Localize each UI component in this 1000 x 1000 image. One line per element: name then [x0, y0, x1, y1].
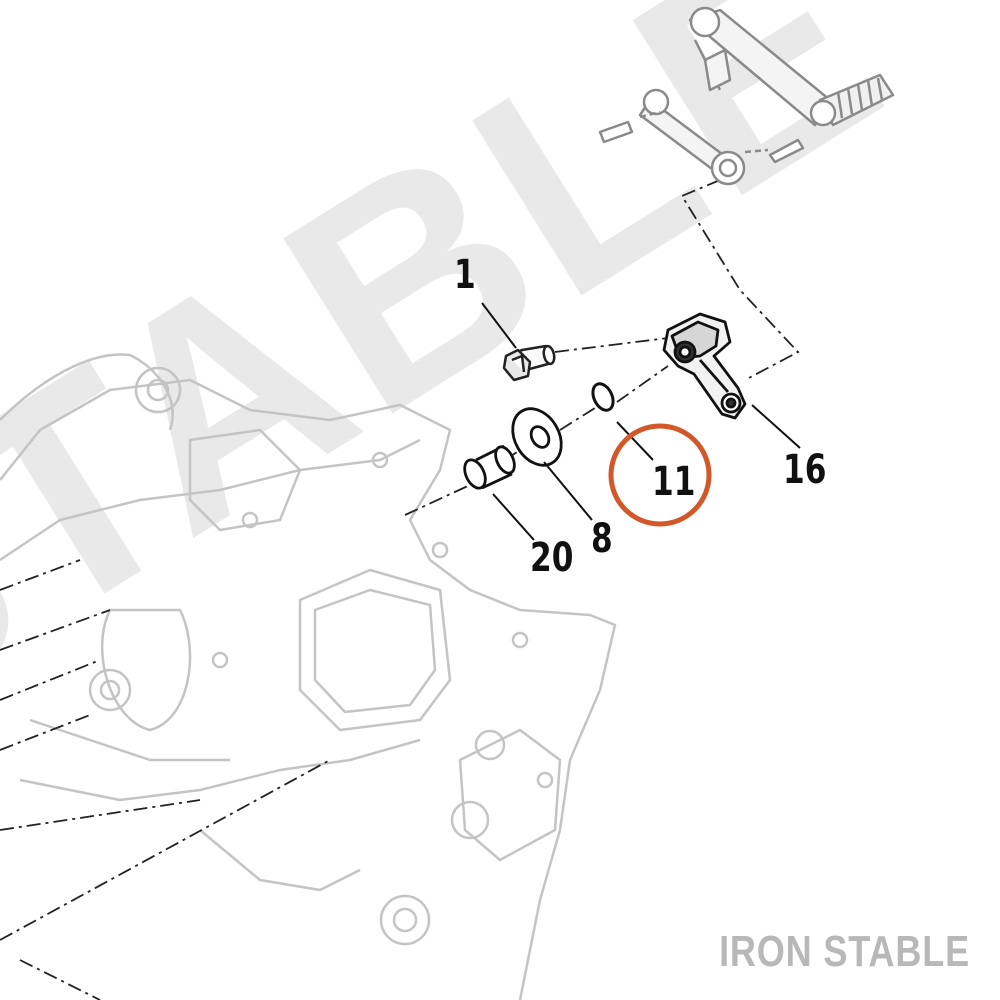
callout-1: 1 [454, 252, 476, 298]
bushing-part-20 [463, 444, 516, 490]
bolt-part-1 [502, 344, 556, 382]
leader-lines [0, 179, 800, 1000]
callout-11: 11 [652, 459, 696, 505]
callout-16: 16 [783, 447, 827, 493]
callout-8: 8 [591, 516, 613, 562]
shift-pedal-assembly [598, 6, 895, 186]
engine-case-outline [0, 353, 617, 1000]
washer-part-8 [511, 407, 563, 467]
shift-lever-part-16 [662, 312, 747, 420]
callout-leaders [481, 302, 801, 541]
brand-logo-text: IRON STABLE [719, 927, 970, 976]
highlight-circle [608, 423, 712, 527]
o-ring-part-11 [591, 382, 615, 412]
callout-20: 20 [530, 535, 574, 581]
